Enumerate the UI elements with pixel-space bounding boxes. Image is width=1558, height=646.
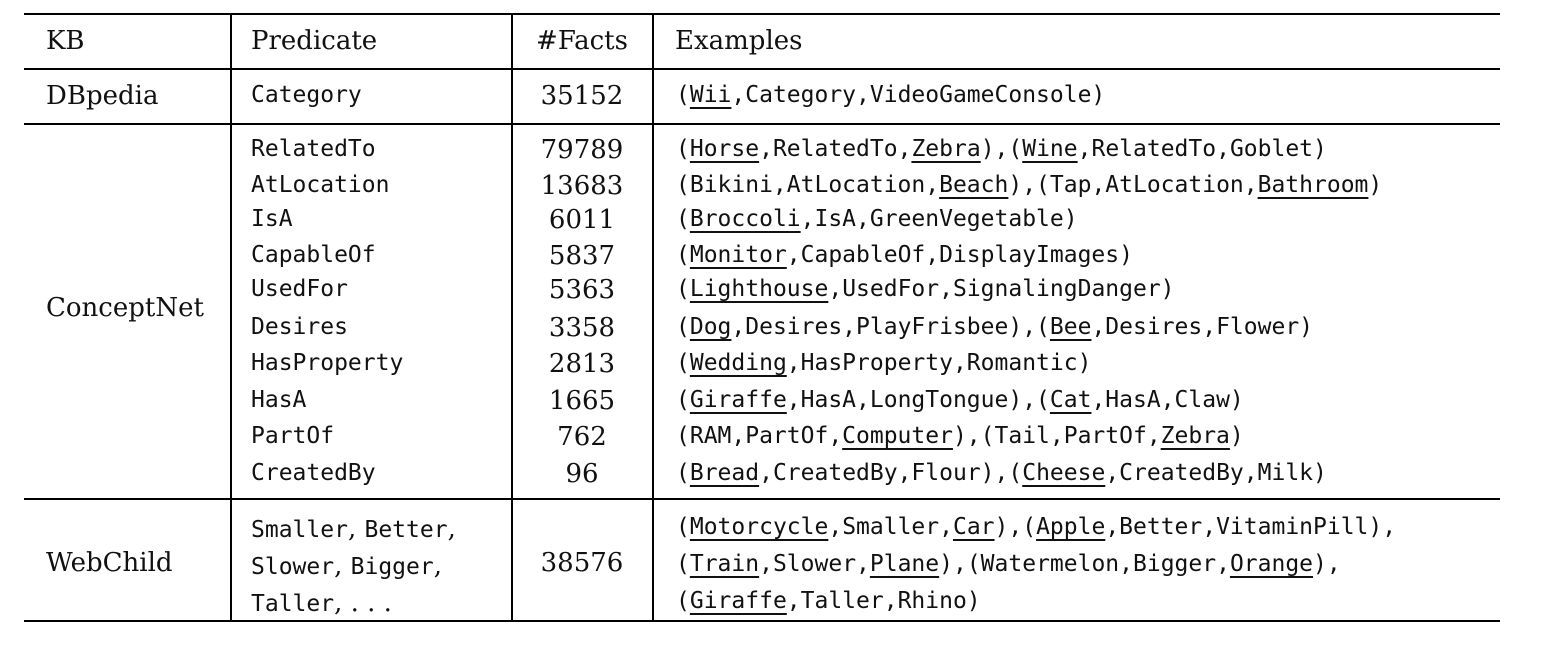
- predicate-cell: CapableOf: [251, 242, 376, 268]
- predicate-cell: IsA: [251, 206, 293, 232]
- predicate-cell: Smaller, Better,: [251, 514, 456, 544]
- example-cell: (RAM,PartOf,Computer),(Tail,PartOf,Zebra…: [676, 423, 1244, 449]
- example-cell: (Motorcycle,Smaller,Car),(Apple,Better,V…: [676, 514, 1397, 540]
- facts-cell: 1665: [548, 386, 616, 416]
- facts-cell: 35152: [540, 81, 624, 111]
- example-cell: (Wii,Category,VideoGameConsole): [676, 82, 1106, 108]
- header-kb: KB: [46, 26, 85, 56]
- predicate-cell: Taller, . . .: [251, 588, 392, 618]
- facts-webchild: 38576: [540, 548, 624, 578]
- facts-cell: 79789: [540, 135, 624, 165]
- example-cell: (Wedding,HasProperty,Romantic): [676, 350, 1092, 376]
- predicate-cell: Desires: [251, 314, 348, 340]
- header-rule: [24, 68, 1500, 70]
- header-facts: #Facts: [536, 26, 628, 56]
- conceptnet-rule: [24, 498, 1500, 500]
- facts-cell: 762: [557, 422, 607, 452]
- example-cell: (Bread,CreatedBy,Flour),(Cheese,CreatedB…: [676, 460, 1327, 486]
- column-divider-kb: [230, 13, 232, 621]
- header-predicate: Predicate: [251, 26, 378, 56]
- example-cell: (Giraffe,HasA,LongTongue),(Cat,HasA,Claw…: [676, 387, 1244, 413]
- predicate-cell: Category: [251, 82, 362, 108]
- predicate-cell: PartOf: [251, 423, 335, 449]
- header-examples: Examples: [675, 26, 803, 56]
- facts-cell: 13683: [540, 171, 624, 201]
- kb-dbpedia: DBpedia: [46, 81, 159, 111]
- facts-cell: 5837: [548, 241, 616, 271]
- predicate-cell: HasProperty: [251, 350, 404, 376]
- example-cell: (Train,Slower,Plane),(Watermelon,Bigger,…: [676, 551, 1341, 577]
- predicate-cell: HasA: [251, 387, 307, 413]
- table-top-rule: [24, 13, 1500, 15]
- example-cell: (Bikini,AtLocation,Beach),(Tap,AtLocatio…: [676, 172, 1383, 198]
- example-cell: (Horse,RelatedTo,Zebra),(Wine,RelatedTo,…: [676, 136, 1327, 162]
- facts-cell: 2813: [548, 349, 616, 379]
- table-bottom-rule: [24, 620, 1500, 622]
- example-cell: (Dog,Desires,PlayFrisbee),(Bee,Desires,F…: [676, 314, 1314, 340]
- kb-webchild: WebChild: [46, 548, 173, 578]
- facts-cell: 96: [565, 459, 599, 489]
- facts-cell: 3358: [548, 313, 616, 343]
- facts-cell: 5363: [548, 275, 616, 305]
- dbpedia-rule: [24, 123, 1500, 125]
- example-cell: (Lighthouse,UsedFor,SignalingDanger): [676, 276, 1175, 302]
- facts-cell: 6011: [548, 205, 616, 235]
- predicate-cell: UsedFor: [251, 276, 348, 302]
- example-cell: (Broccoli,IsA,GreenVegetable): [676, 206, 1078, 232]
- kb-conceptnet: ConceptNet: [46, 293, 204, 323]
- example-cell: (Giraffe,Taller,Rhino): [676, 588, 981, 614]
- example-cell: (Monitor,CapableOf,DisplayImages): [676, 242, 1133, 268]
- predicate-cell: AtLocation: [251, 172, 390, 198]
- column-divider-predicate: [511, 13, 513, 621]
- predicate-cell: Slower, Bigger,: [251, 551, 442, 581]
- column-divider-facts: [652, 13, 654, 621]
- predicate-cell: CreatedBy: [251, 460, 376, 486]
- predicate-cell: RelatedTo: [251, 136, 376, 162]
